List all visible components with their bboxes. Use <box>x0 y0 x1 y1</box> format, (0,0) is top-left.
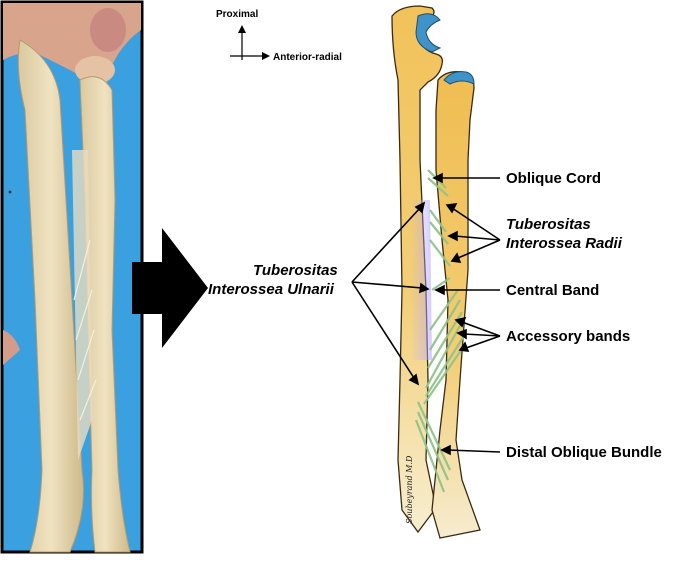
leader-arrows <box>351 172 501 456</box>
label-tuberositas-radii-1: Tuberositas <box>506 216 591 233</box>
transition-arrow <box>132 228 208 348</box>
label-oblique-cord: Oblique Cord <box>506 170 601 187</box>
label-distal-oblique-bundle: Distal Oblique Bundle <box>506 444 662 461</box>
label-central-band: Central Band <box>506 282 599 299</box>
orientation-indicator <box>230 25 270 60</box>
anterior-radial-label: Anterior-radial <box>273 52 342 63</box>
label-tuberositas-ulnarii-1: Tuberositas <box>253 262 338 279</box>
radius-cartilage <box>443 71 475 85</box>
label-accessory-bands: Accessory bands <box>506 328 630 345</box>
specimen-photo <box>0 0 144 554</box>
label-tuberositas-radii-2: Interossea Radii <box>506 235 623 252</box>
proximal-label: Proximal <box>216 9 258 20</box>
forearm-illustration: Soubeyrand M.D <box>391 5 481 539</box>
ulna-cartilage <box>415 13 442 53</box>
artist-signature: Soubeyrand M.D <box>405 455 414 524</box>
label-tuberositas-ulnarii-2: Interossea Ulnarii <box>208 281 335 298</box>
